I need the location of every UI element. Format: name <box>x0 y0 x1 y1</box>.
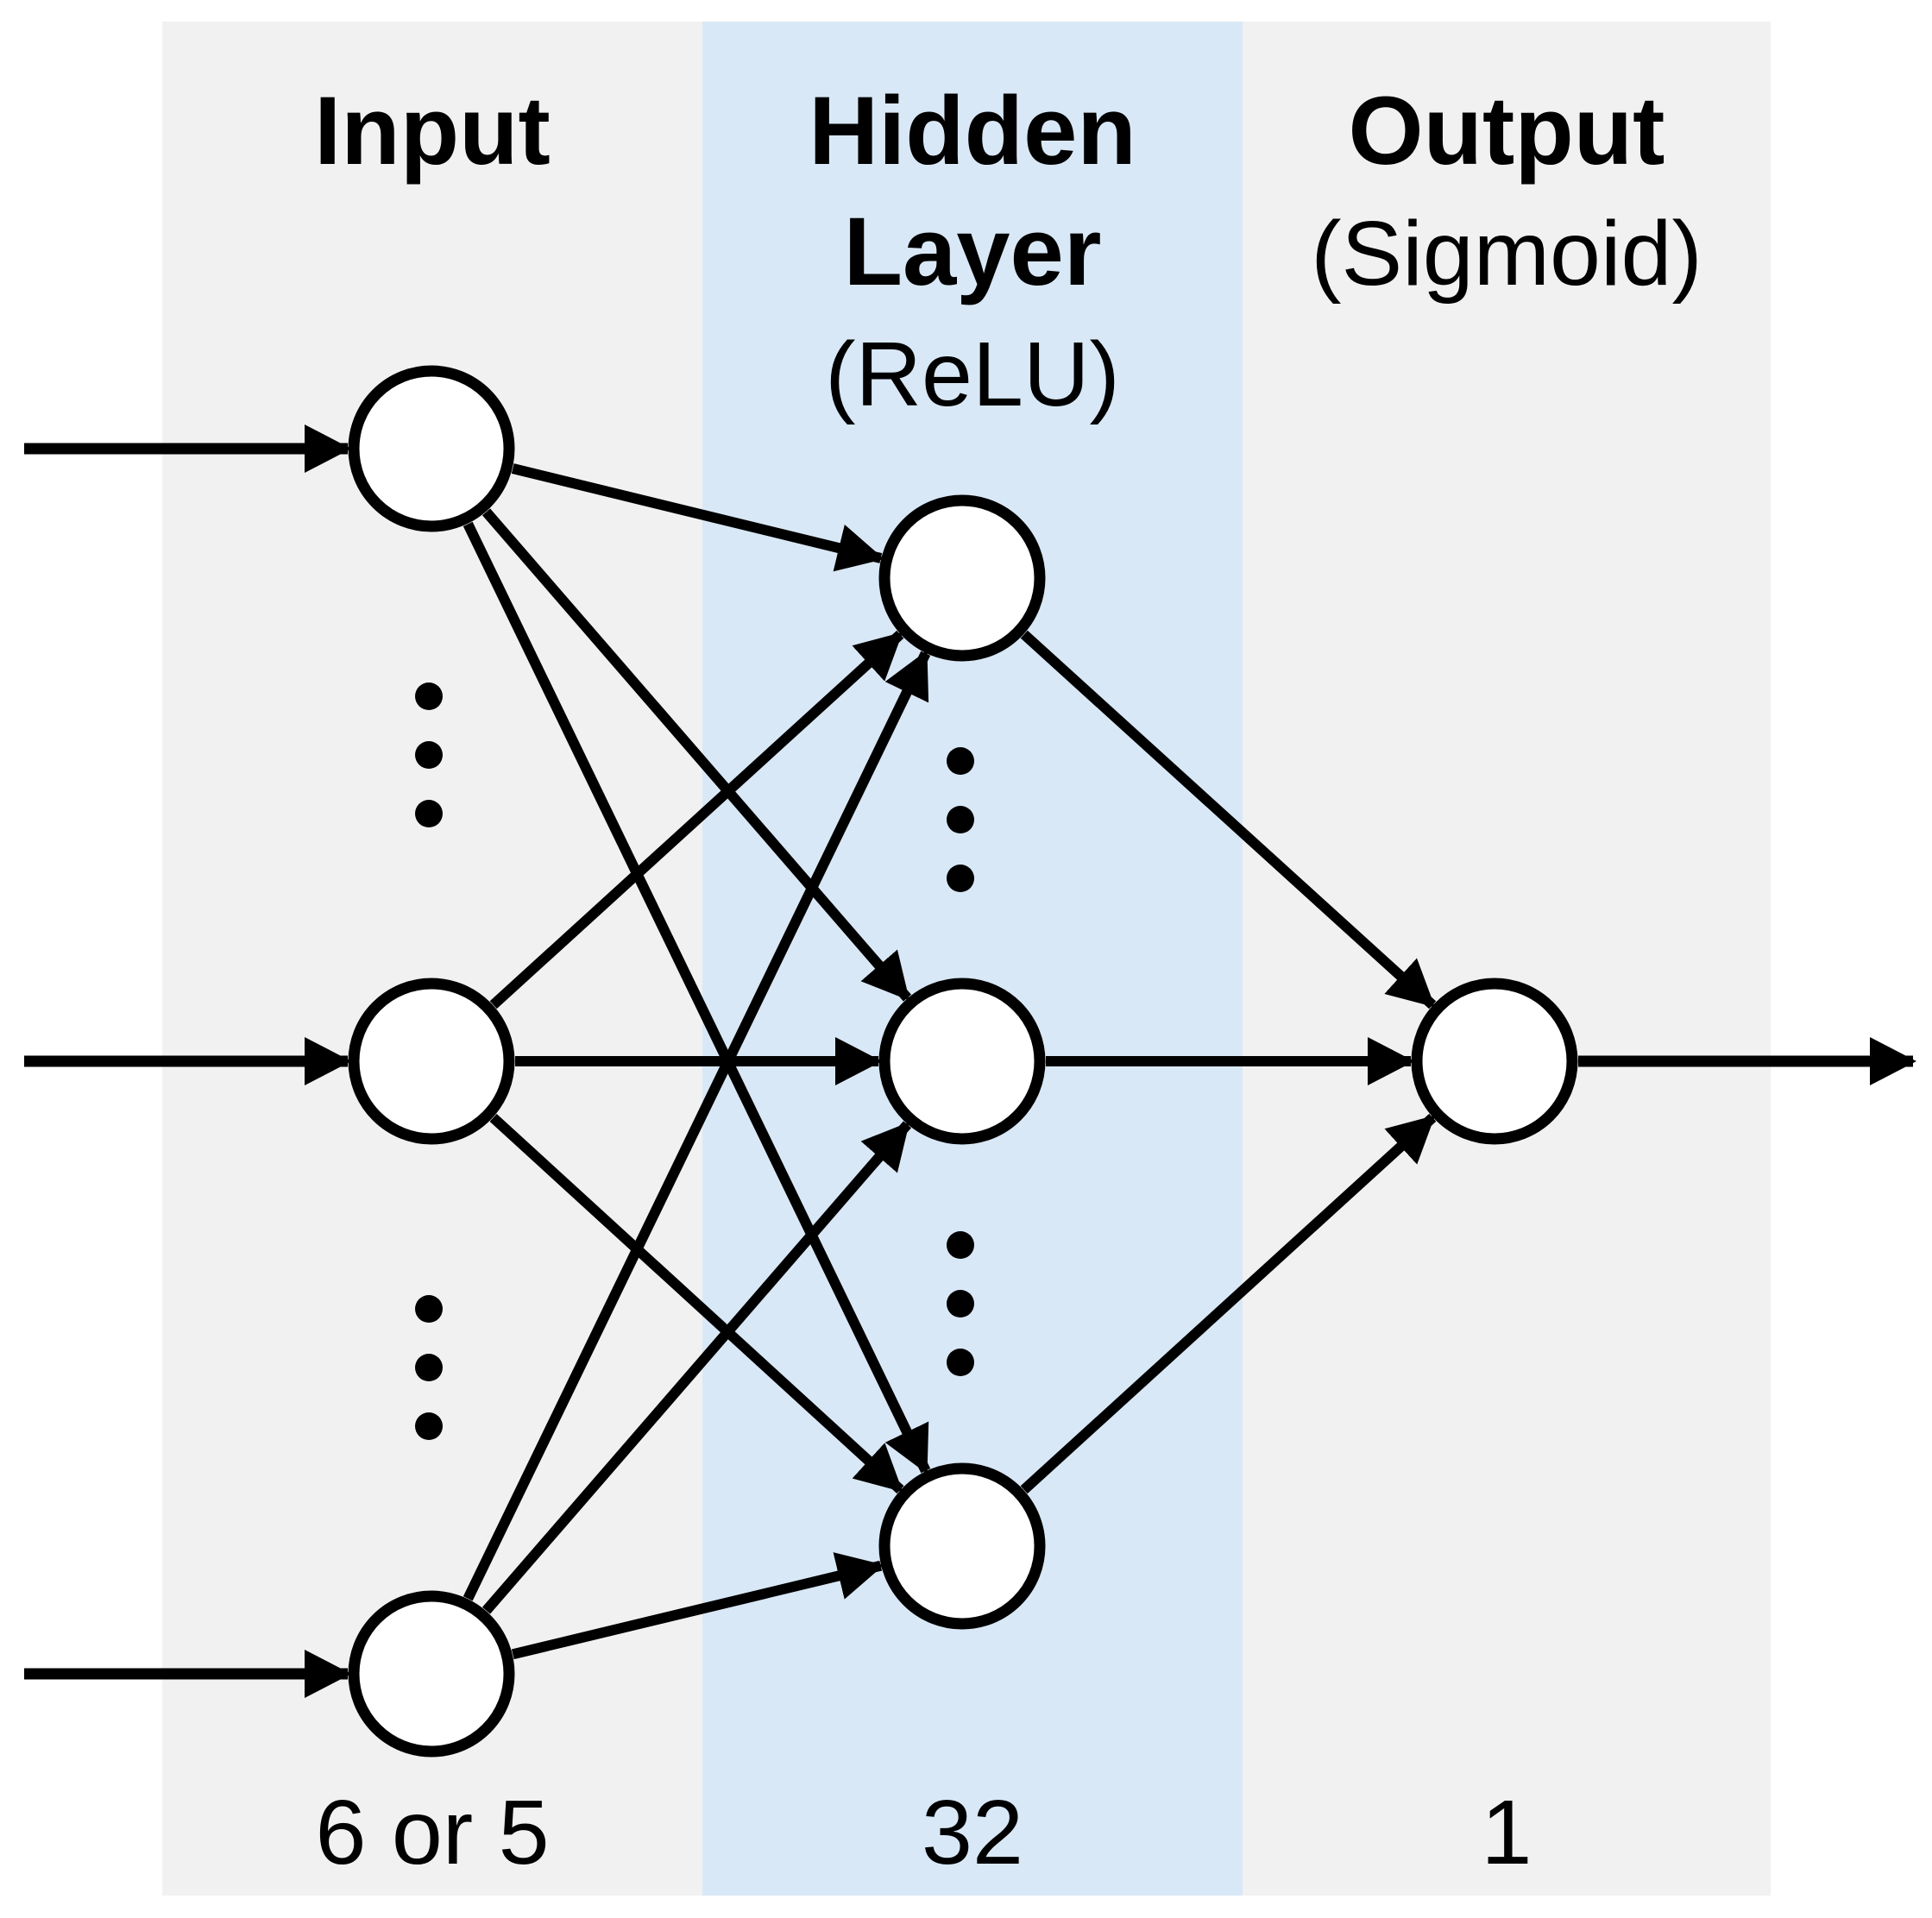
edge-hidden1-output1 <box>1020 630 1437 1009</box>
nodes-layer <box>348 365 1578 1758</box>
hidden-units-count: 32 <box>922 1782 1023 1883</box>
output-node-1 <box>1411 978 1578 1145</box>
ellipsis-dot-3-3 <box>947 865 974 892</box>
edge-input1-hidden3 <box>463 521 931 1475</box>
hidden-column-title-line2: Layer <box>844 198 1102 305</box>
edge-input3-hidden1 <box>463 650 931 1601</box>
output-column-title: Output <box>1349 77 1665 185</box>
output-units-count: 1 <box>1482 1782 1532 1883</box>
ellipsis-dot-3-1 <box>947 747 974 775</box>
output-activation-label: (Sigmoid) <box>1311 203 1702 305</box>
edge-input2-hidden1 <box>489 630 904 1009</box>
ellipsis-dot-4-1 <box>947 1231 974 1259</box>
edge-input3-hidden3 <box>511 1552 884 1660</box>
ellipsis-dot-3-2 <box>947 806 974 833</box>
input-node-3 <box>348 1590 515 1758</box>
input-node-2 <box>348 978 515 1145</box>
ellipsis-dot-1-1 <box>415 682 443 710</box>
edges-layer <box>24 424 1916 1698</box>
hidden-node-2 <box>878 978 1046 1145</box>
ellipsis-dot-2-3 <box>415 1412 443 1440</box>
edge-input2-hidden3 <box>489 1114 904 1494</box>
input-column-bg <box>162 22 702 1896</box>
hidden-activation-label: (ReLU) <box>825 324 1120 425</box>
edge-input3-hidden2 <box>481 1121 912 1614</box>
edge-input1-hidden1 <box>511 463 884 572</box>
edge-input1-hidden2 <box>481 508 912 1002</box>
hidden-column-title-line1: Hidden <box>809 77 1136 185</box>
input-node-1 <box>348 365 515 532</box>
ellipsis-dot-1-2 <box>415 741 443 769</box>
ellipsis-dot-1-3 <box>415 800 443 827</box>
ellipsis-dot-2-1 <box>415 1295 443 1323</box>
ellipsis-dot-4-3 <box>947 1349 974 1376</box>
input-column-title: Input <box>314 77 551 185</box>
hidden-node-1 <box>878 494 1046 662</box>
hidden-node-3 <box>878 1462 1046 1630</box>
dots-layer <box>415 682 974 1440</box>
input-units-count: 6 or 5 <box>315 1782 549 1883</box>
output-column-bg <box>1243 22 1771 1896</box>
ellipsis-dot-4-2 <box>947 1290 974 1317</box>
ellipsis-dot-2-2 <box>415 1354 443 1381</box>
edge-hidden3-output1 <box>1020 1113 1437 1494</box>
